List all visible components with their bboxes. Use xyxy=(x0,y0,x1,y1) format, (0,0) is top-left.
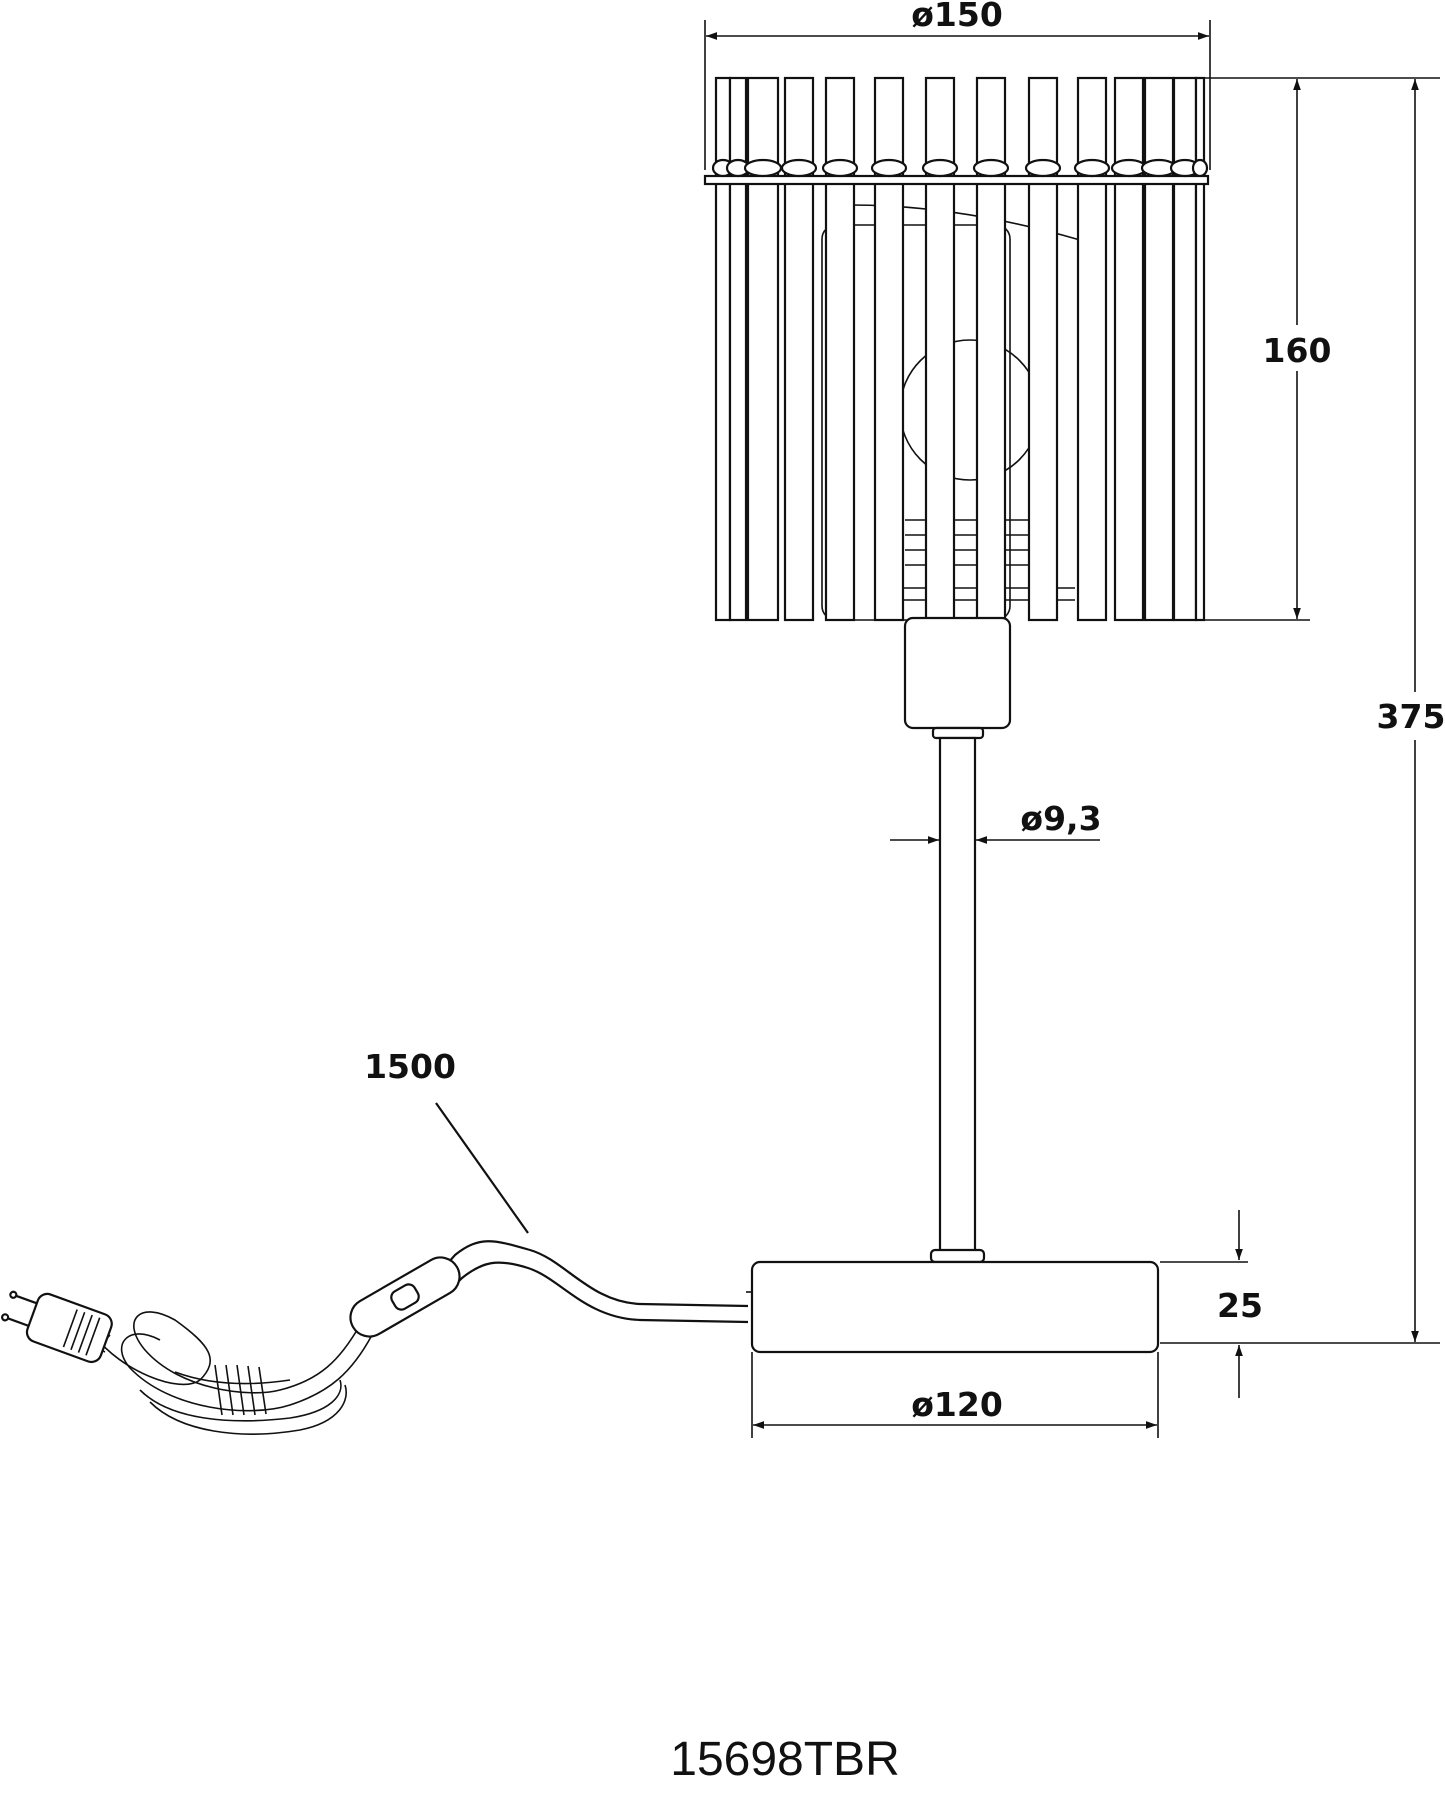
cord-length-label: 1500 xyxy=(364,1047,456,1086)
shade-diameter-label: ø150 xyxy=(911,0,1003,34)
shade-bead xyxy=(821,158,859,178)
cord-wrap xyxy=(214,1364,267,1416)
base-height-label: 25 xyxy=(1217,1286,1263,1325)
shade-bead xyxy=(743,158,783,178)
lamp-base xyxy=(750,1260,1160,1354)
shade-bead xyxy=(1073,158,1111,178)
plug xyxy=(1,1290,113,1364)
dim-cord-length: 1500 xyxy=(364,1047,529,1234)
shade-bead xyxy=(921,158,959,178)
model-number: 15698TBR xyxy=(670,1733,899,1786)
power-cord xyxy=(94,1240,749,1435)
rod-diameter-label: ø9,3 xyxy=(1020,799,1101,838)
rod-foot xyxy=(929,1248,986,1264)
shade-beads xyxy=(711,158,1209,178)
dim-shade-diameter: ø150 xyxy=(704,0,1211,170)
dim-rod-diameter: ø9,3 xyxy=(890,799,1102,844)
shade-bead xyxy=(870,158,908,178)
socket-collar xyxy=(931,726,985,740)
shade-slat xyxy=(728,76,748,622)
shade-ring xyxy=(703,174,1210,186)
base-diameter-label: ø120 xyxy=(911,1385,1003,1424)
shade-bead xyxy=(1024,158,1062,178)
shade-bead xyxy=(972,158,1010,178)
total-height-label: 375 xyxy=(1377,697,1445,736)
shade-height-label: 160 xyxy=(1263,331,1332,370)
dim-base-height: 25 xyxy=(1160,1210,1263,1398)
socket-housing xyxy=(903,616,1012,730)
shade-bead xyxy=(1191,158,1209,178)
dim-base-diameter: ø120 xyxy=(751,1352,1159,1438)
dim-total-height: 375 xyxy=(1160,79,1445,1344)
lamp-shade xyxy=(703,76,1210,622)
shade-bead xyxy=(780,158,818,178)
inline-switch xyxy=(349,1256,461,1338)
dim-shade-height: 160 xyxy=(1195,77,1440,621)
lamp-rod xyxy=(938,736,977,1257)
